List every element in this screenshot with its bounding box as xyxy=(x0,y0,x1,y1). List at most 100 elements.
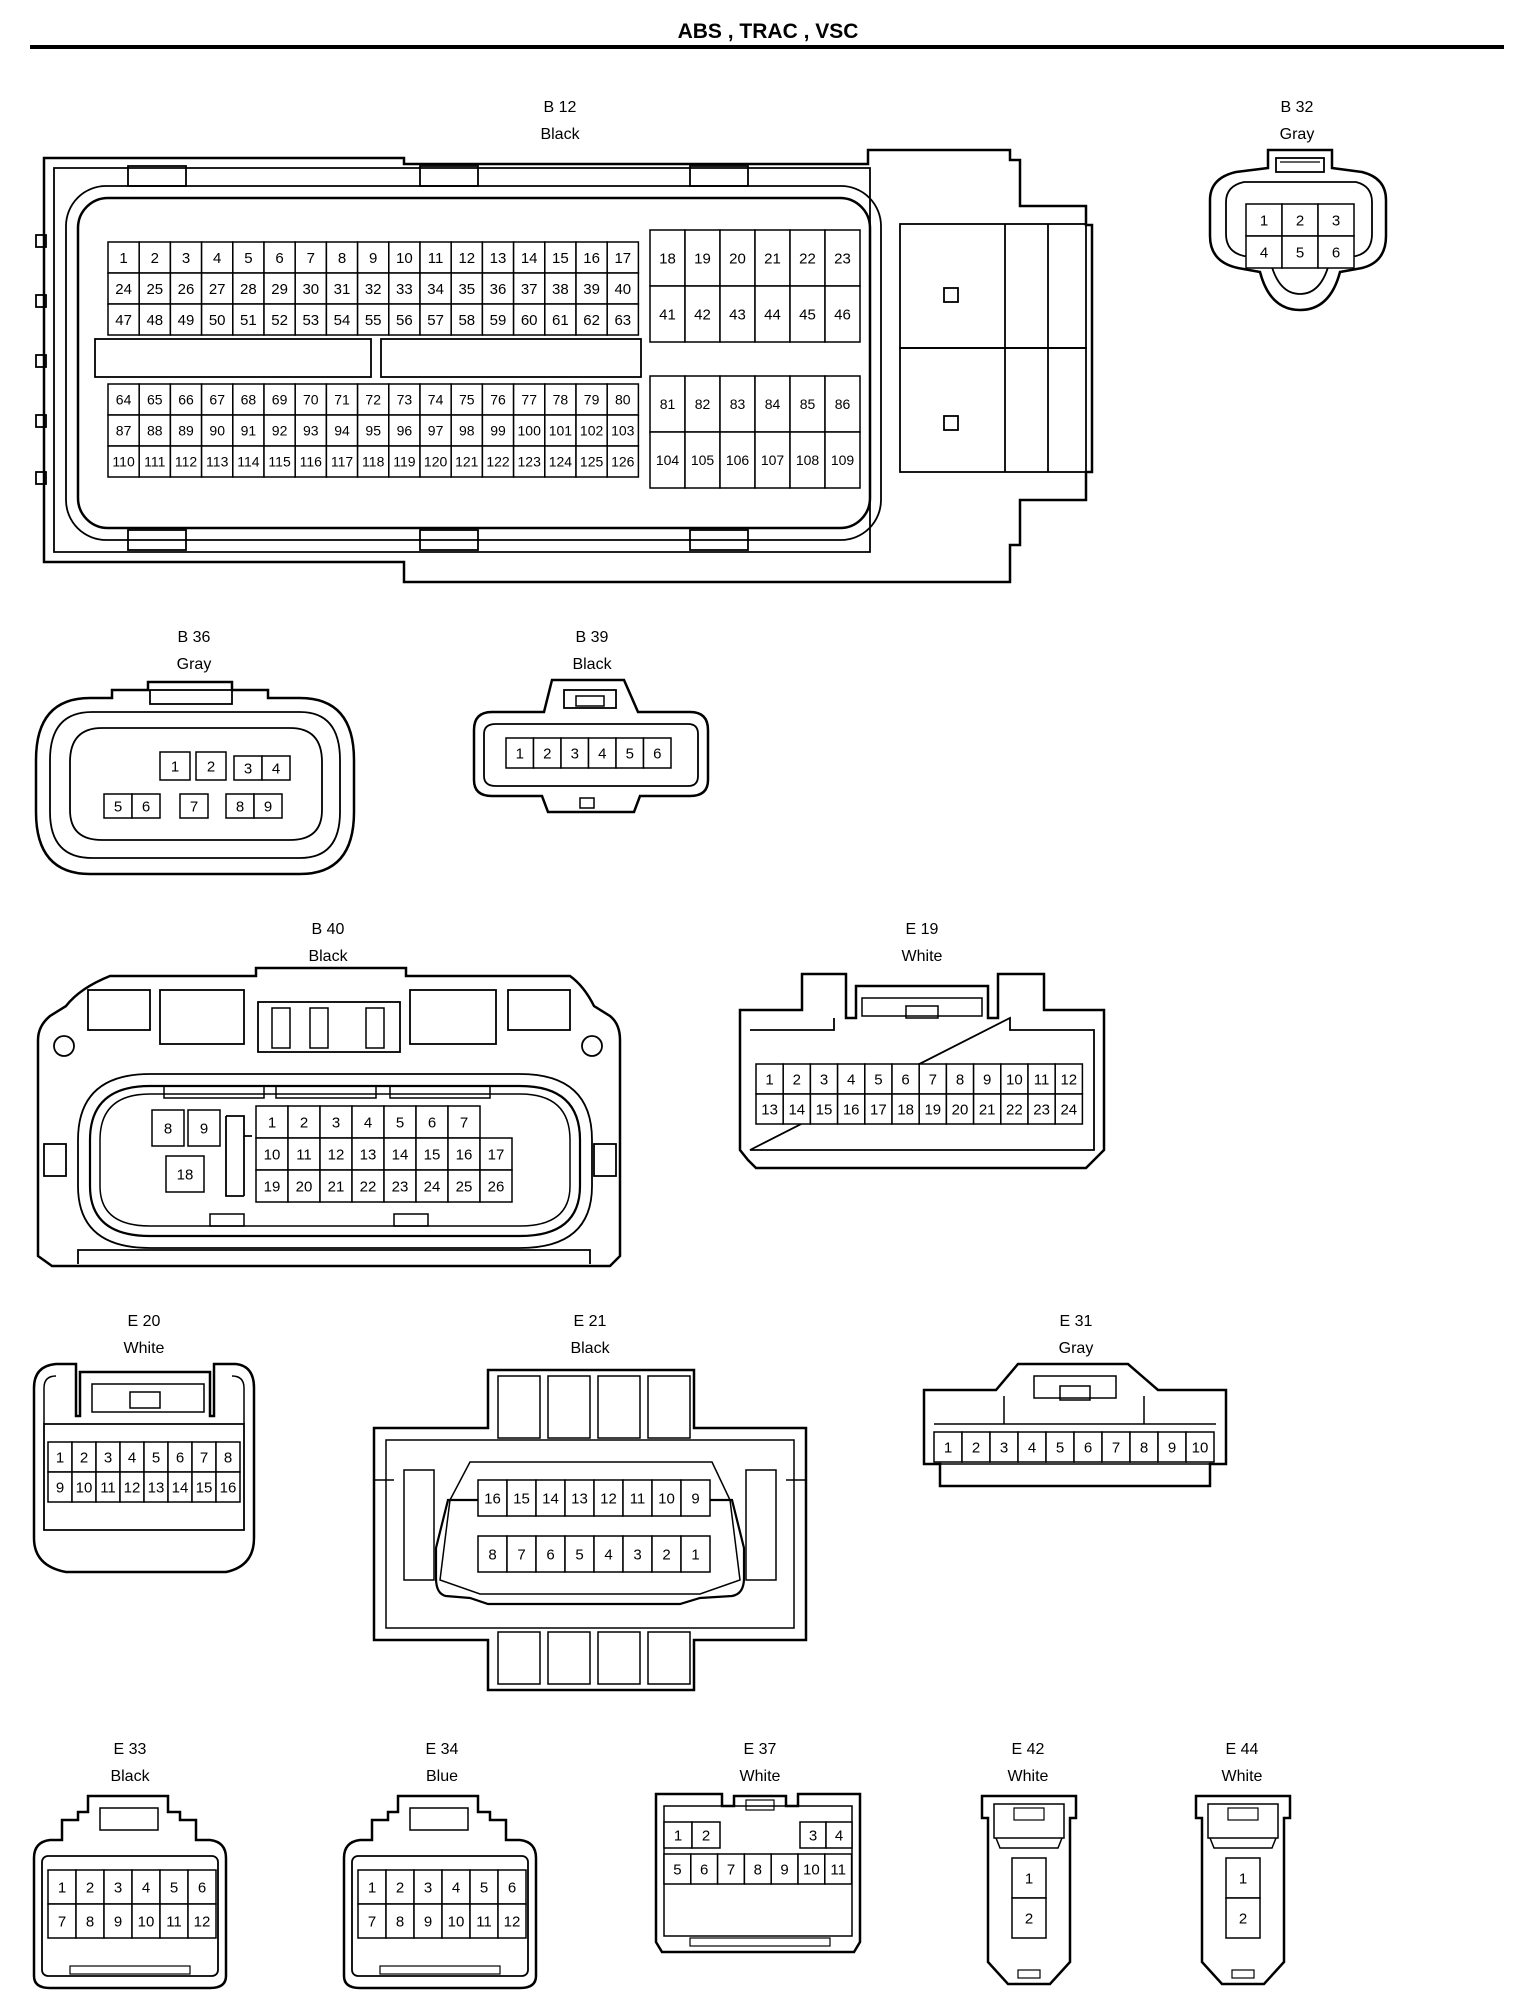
pin-number: 119 xyxy=(393,454,416,470)
pin-cell xyxy=(754,285,791,343)
pin-number: 4 xyxy=(598,745,606,762)
connector-label-e31: E 31 Gray xyxy=(1016,1308,1136,1362)
connector-id: B 39 xyxy=(575,629,609,646)
pin-number: 14 xyxy=(542,1490,559,1507)
pin-cell xyxy=(825,1821,853,1849)
pin-cell xyxy=(450,445,484,478)
pin-number: 113 xyxy=(206,454,229,470)
pin-cell xyxy=(165,1155,205,1193)
pin-number: 10 xyxy=(1006,1071,1023,1088)
pin-cell xyxy=(138,445,172,478)
pin-number: 9 xyxy=(369,250,377,267)
pin-number: 15 xyxy=(196,1479,213,1496)
pin-cell xyxy=(215,1471,241,1503)
pin-cell xyxy=(200,272,234,305)
pin-number: 116 xyxy=(300,454,323,470)
connector-id: E 34 xyxy=(425,1741,459,1758)
pin-number: 2 xyxy=(396,1879,404,1896)
pin-cell xyxy=(649,229,686,287)
pin-number: 3 xyxy=(104,1449,112,1466)
pin-number: 46 xyxy=(834,306,851,323)
pin-number: 7 xyxy=(1112,1439,1120,1456)
pin-number: 2 xyxy=(300,1114,308,1131)
pin-number: 6 xyxy=(1084,1439,1092,1456)
pin-number: 4 xyxy=(1260,244,1268,261)
connector-e44-pins: 12 xyxy=(1225,1857,1261,1939)
pin-number: 6 xyxy=(508,1879,516,1896)
pin-cell xyxy=(447,1137,481,1171)
pin-number: 8 xyxy=(236,798,244,815)
pin-cell xyxy=(47,1903,77,1939)
pin-number: 7 xyxy=(58,1913,66,1930)
pin-number: 50 xyxy=(209,312,226,329)
pin-cell xyxy=(918,1063,948,1095)
connector-label-e42: E 42 White xyxy=(968,1736,1088,1790)
pin-number: 102 xyxy=(580,423,604,439)
pin-number: 1 xyxy=(1025,1870,1033,1887)
connector-label-e19: E 19 White xyxy=(862,916,982,970)
pin-cell xyxy=(1011,1857,1047,1899)
pin-number: 23 xyxy=(834,250,851,267)
pin-cell xyxy=(642,737,672,769)
pin-number: 5 xyxy=(874,1071,882,1088)
pin-number: 13 xyxy=(360,1146,377,1163)
pin-cell xyxy=(481,414,515,447)
pin-number: 7 xyxy=(190,798,198,815)
pin-cell xyxy=(649,285,686,343)
pin-cell xyxy=(575,445,608,478)
pin-number: 3 xyxy=(182,250,190,267)
pin-cell xyxy=(782,1093,812,1125)
pin-number: 68 xyxy=(241,392,257,408)
pin-cell xyxy=(325,383,359,416)
pin-cell xyxy=(232,303,265,336)
pin-number: 6 xyxy=(1332,244,1340,261)
pin-cell xyxy=(263,272,296,305)
pin-cell xyxy=(535,1535,566,1573)
pin-number: 84 xyxy=(765,396,781,412)
pin-cell xyxy=(294,383,328,416)
pin-number: 2 xyxy=(1025,1910,1033,1927)
pin-cell xyxy=(1045,1431,1075,1463)
pin-number: 71 xyxy=(334,392,350,408)
pin-number: 76 xyxy=(490,392,506,408)
pin-cell xyxy=(481,383,515,416)
pin-cell xyxy=(989,1431,1019,1463)
pin-cell xyxy=(351,1169,385,1203)
pin-cell xyxy=(797,1853,826,1885)
pin-number: 13 xyxy=(571,1490,588,1507)
pin-number: 11 xyxy=(100,1479,116,1496)
pin-number: 9 xyxy=(56,1479,64,1496)
pin-number: 23 xyxy=(1033,1101,1050,1118)
pin-number: 28 xyxy=(240,281,257,298)
pin-cell xyxy=(836,1063,866,1095)
pin-cell xyxy=(1027,1093,1056,1125)
pin-number: 126 xyxy=(611,454,635,470)
pin-number: 21 xyxy=(764,250,781,267)
pin-number: 11 xyxy=(830,1861,846,1878)
pin-number: 83 xyxy=(730,396,746,412)
pin-cell xyxy=(1000,1093,1029,1125)
pin-number: 9 xyxy=(1168,1439,1176,1456)
pin-number: 4 xyxy=(364,1114,372,1131)
pin-number: 5 xyxy=(480,1879,488,1896)
pin-number: 98 xyxy=(459,423,475,439)
pin-number: 6 xyxy=(198,1879,206,1896)
pin-cell xyxy=(255,1137,289,1171)
pin-cell xyxy=(103,793,133,819)
pin-number: 92 xyxy=(272,423,288,439)
pin-number: 7 xyxy=(929,1071,937,1088)
pin-number: 1 xyxy=(1260,212,1268,229)
pin-cell xyxy=(107,414,140,447)
pin-number: 14 xyxy=(521,250,538,267)
pin-cell xyxy=(319,1105,353,1139)
pin-cell xyxy=(131,1869,161,1905)
pin-number: 52 xyxy=(271,312,288,329)
pin-number: 12 xyxy=(194,1913,211,1930)
pin-number: 3 xyxy=(424,1879,432,1896)
pin-cell xyxy=(512,303,546,336)
connector-id: E 42 xyxy=(1011,1741,1045,1758)
